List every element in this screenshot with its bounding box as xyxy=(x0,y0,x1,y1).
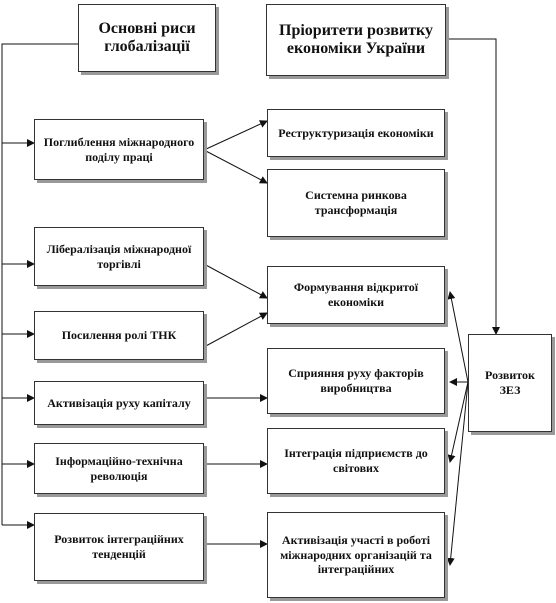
bus-line-globalization xyxy=(1,43,78,525)
box-zez-development: Розвиток ЗЕЗ xyxy=(468,334,552,432)
arrow-zez-to-open-economy xyxy=(447,291,469,383)
arrow-zez-to-participation xyxy=(446,381,469,566)
box-enterprise-integration: Інтеграція підприємств до світових xyxy=(267,428,445,494)
box-international-participation: Активізація участі в роботі міжнародних … xyxy=(267,512,445,598)
arrow-priorities-to-zez xyxy=(446,38,500,335)
box-tnc-role: Посилення ролі ТНК xyxy=(34,311,204,360)
box-infotech-revolution: Інформаційно-технічна революція xyxy=(34,443,204,494)
box-economy-restructuring: Реструктуризація економіки xyxy=(267,109,445,157)
box-market-transformation: Системна ринкова трансформація xyxy=(267,169,445,237)
arrow-tnc-to-open-economy xyxy=(203,312,268,348)
arrow-liberalization-to-open-economy xyxy=(203,263,268,299)
arrow-zez-to-integration xyxy=(447,381,469,463)
header-globalization-features: Основні риси глобалізації xyxy=(78,4,216,72)
arrow-deepening-to-restructuring xyxy=(203,120,268,151)
box-trade-liberalization: Лібералізація міжнародної торгівлі xyxy=(34,227,204,286)
header-ukraine-priorities: Пріоритети розвитку економіки України xyxy=(266,4,446,76)
box-capital-movement: Активізація руху капіталу xyxy=(34,381,204,425)
box-factors-movement: Сприяння руху факторів виробництва xyxy=(267,348,445,414)
box-deepening-division-of-labor: Поглиблення міжнародного поділу праці xyxy=(34,119,204,180)
arrow-deepening-to-market-transformation xyxy=(203,149,268,184)
box-integration-trends: Розвиток інтеграційних тенденцій xyxy=(34,513,204,581)
box-open-economy: Формування відкритої економіки xyxy=(267,266,445,324)
